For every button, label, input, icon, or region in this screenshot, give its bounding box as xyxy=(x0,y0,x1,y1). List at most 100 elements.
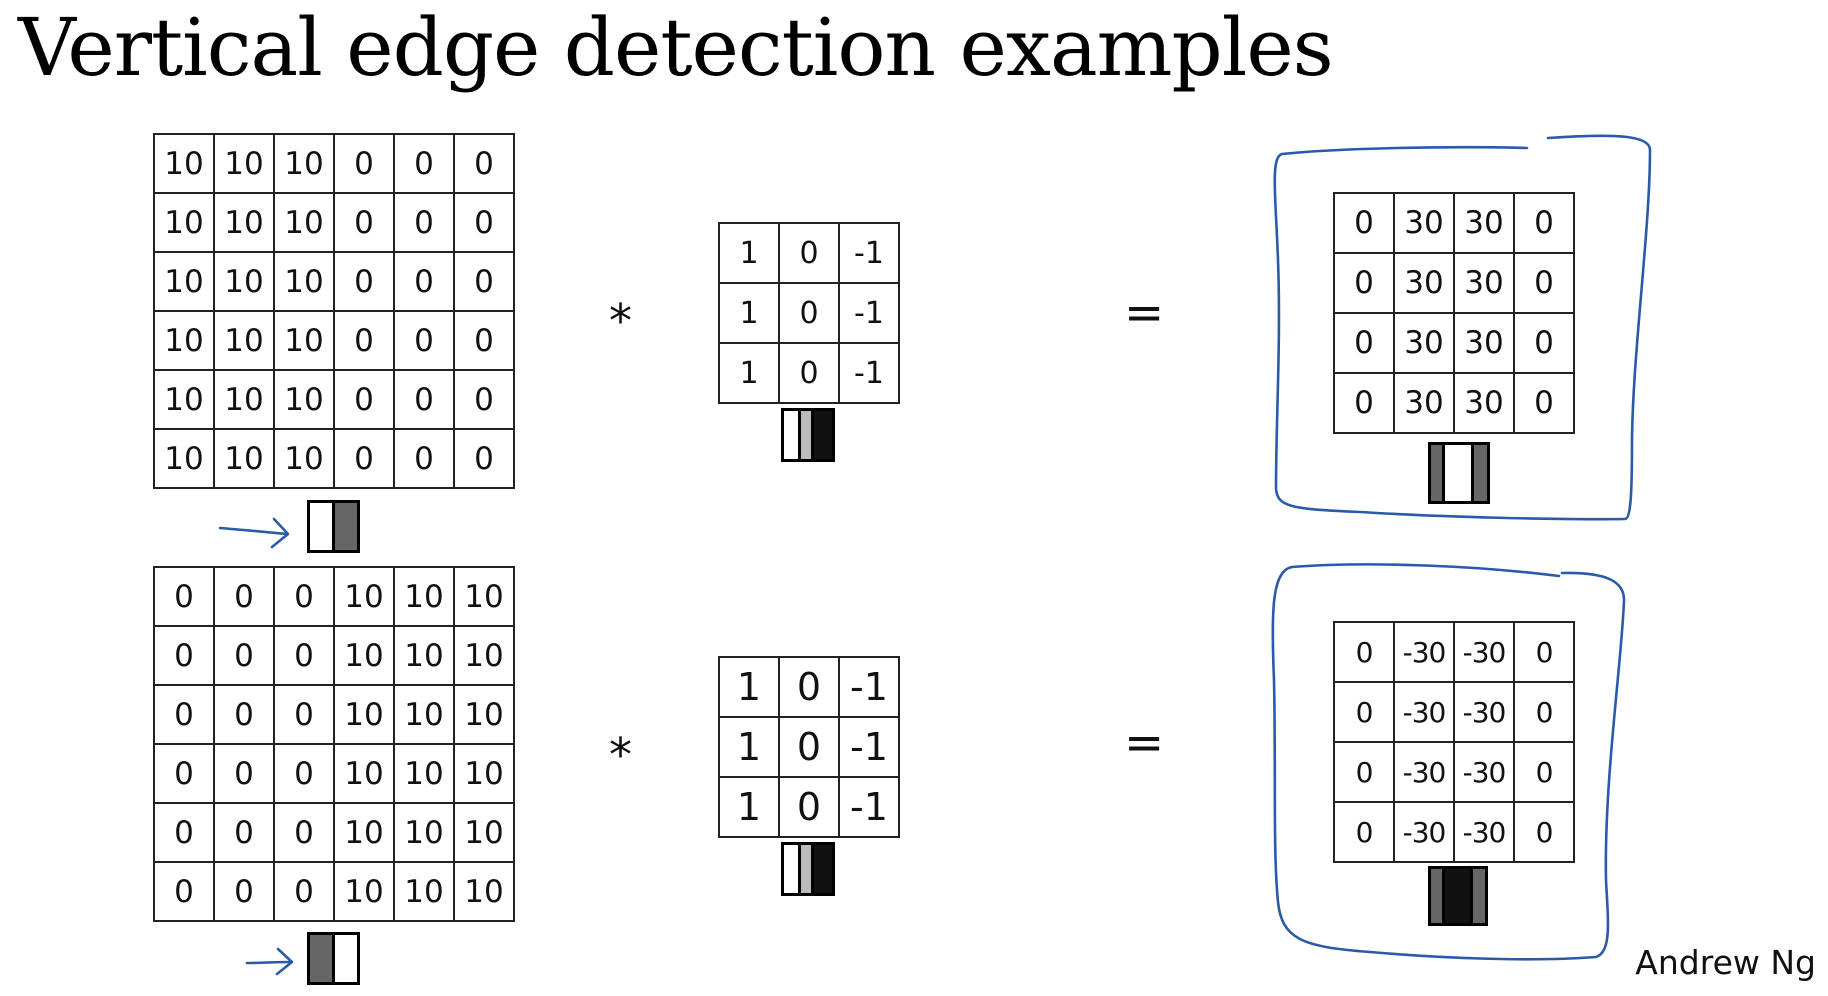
input-matrix-cell: 10 xyxy=(213,310,275,371)
input-matrix-cell: 10 xyxy=(333,861,395,922)
output-matrix-cell: 0 xyxy=(1333,372,1395,434)
output-matrix-cell: -30 xyxy=(1393,741,1455,803)
filter-matrix-cell: 0 xyxy=(778,776,840,838)
swatch-black-band xyxy=(814,845,832,893)
input-matrix-cell: 10 xyxy=(153,133,215,194)
output-matrix-cell: -30 xyxy=(1453,681,1515,743)
output-matrix-cell: 0 xyxy=(1513,621,1575,683)
input-matrix-cell: 10 xyxy=(153,369,215,430)
input-matrix-cell: 0 xyxy=(333,369,395,430)
input-matrix-cell: 0 xyxy=(273,743,335,804)
output-matrix-cell: -30 xyxy=(1453,801,1515,863)
input-matrix-cell: 0 xyxy=(213,802,275,863)
input-matrix-cell: 10 xyxy=(273,310,335,371)
swatch-gray-band xyxy=(800,845,815,893)
arrow-to-swatch-1 xyxy=(218,526,289,536)
input-matrix-cell: 0 xyxy=(333,310,395,371)
output-matrix-cell: 30 xyxy=(1393,192,1455,254)
input-matrix-cell: 10 xyxy=(273,133,335,194)
arrow-head-2 xyxy=(275,947,294,976)
swatch-gray-band xyxy=(1431,869,1445,923)
input-matrix-cell: 0 xyxy=(453,192,515,253)
output-matrix-cell: 0 xyxy=(1513,681,1575,743)
author-credit: Andrew Ng xyxy=(1635,943,1816,982)
input-matrix-cell: 0 xyxy=(453,133,515,194)
input-matrix-cell: 10 xyxy=(393,743,455,804)
convolution-operator: * xyxy=(609,294,632,348)
input-matrix-cell: 0 xyxy=(213,684,275,745)
filter-matrix-cell: -1 xyxy=(838,282,900,344)
swatch-black-band xyxy=(1444,869,1473,923)
input-matrix-cell: 0 xyxy=(453,428,515,489)
filter-matrix-cell: 1 xyxy=(718,776,780,838)
input-matrix-cell: 10 xyxy=(213,133,275,194)
input-matrix-cell: 10 xyxy=(333,566,395,627)
output-matrix-cell: 0 xyxy=(1513,312,1575,374)
output-swatch-1 xyxy=(1428,442,1490,504)
input-matrix-cell: 10 xyxy=(273,369,335,430)
input-matrix-cell: 10 xyxy=(453,625,515,686)
output-matrix-cell: 0 xyxy=(1333,312,1395,374)
slide-title: Vertical edge detection examples xyxy=(18,1,1334,94)
output-matrix-cell: 30 xyxy=(1393,252,1455,314)
output-matrix-cell: 0 xyxy=(1333,621,1395,683)
input-matrix-cell: 10 xyxy=(333,802,395,863)
input-matrix-cell: 10 xyxy=(153,192,215,253)
input-matrix-cell: 10 xyxy=(393,684,455,745)
input-matrix-cell: 10 xyxy=(393,802,455,863)
input-matrix-cell: 0 xyxy=(273,566,335,627)
filter-matrix-cell: -1 xyxy=(838,656,900,718)
output-matrix-cell: 0 xyxy=(1333,192,1395,254)
input-matrix-cell: 0 xyxy=(213,625,275,686)
swatch-gray-band xyxy=(1474,445,1487,501)
output-matrix-cell: -30 xyxy=(1453,741,1515,803)
input-matrix-cell: 10 xyxy=(333,743,395,804)
input-matrix-cell: 10 xyxy=(393,861,455,922)
output-matrix-cell: 0 xyxy=(1513,192,1575,254)
input-matrix-cell: 0 xyxy=(393,369,455,430)
output-matrix-cell: 0 xyxy=(1513,372,1575,434)
output-matrix-cell: 0 xyxy=(1333,252,1395,314)
output-matrix-cell: 0 xyxy=(1513,741,1575,803)
convolution-operator-2: * xyxy=(609,728,632,782)
input-matrix-cell: 0 xyxy=(393,428,455,489)
output-swatch-2 xyxy=(1428,866,1488,926)
output-matrix-cell: 0 xyxy=(1333,801,1395,863)
input-matrix-cell: 0 xyxy=(153,625,215,686)
input-matrix-cell: 0 xyxy=(333,133,395,194)
arrow-to-swatch-2 xyxy=(245,960,293,965)
input-matrix-cell: 0 xyxy=(453,310,515,371)
input-matrix-cell: 0 xyxy=(153,566,215,627)
swatch-white-band xyxy=(784,411,801,459)
swatch-gray-half xyxy=(310,935,335,982)
swatch-white-band xyxy=(1445,445,1474,501)
input-matrix-cell: 10 xyxy=(333,684,395,745)
swatch-gray-band xyxy=(1472,869,1485,923)
output-matrix-cell: 0 xyxy=(1333,741,1395,803)
equals-operator-2: = xyxy=(1124,715,1165,771)
input-matrix-cell: 0 xyxy=(333,192,395,253)
swatch-gray-half xyxy=(335,503,357,550)
input-matrix-cell: 10 xyxy=(453,566,515,627)
filter-matrix-cell: 0 xyxy=(778,716,840,778)
output-matrix-cell: 30 xyxy=(1453,192,1515,254)
filter-matrix-cell: 1 xyxy=(718,342,780,404)
equals-operator: = xyxy=(1124,285,1165,341)
input-matrix-cell: 0 xyxy=(273,861,335,922)
filter-matrix-cell: 1 xyxy=(718,656,780,718)
